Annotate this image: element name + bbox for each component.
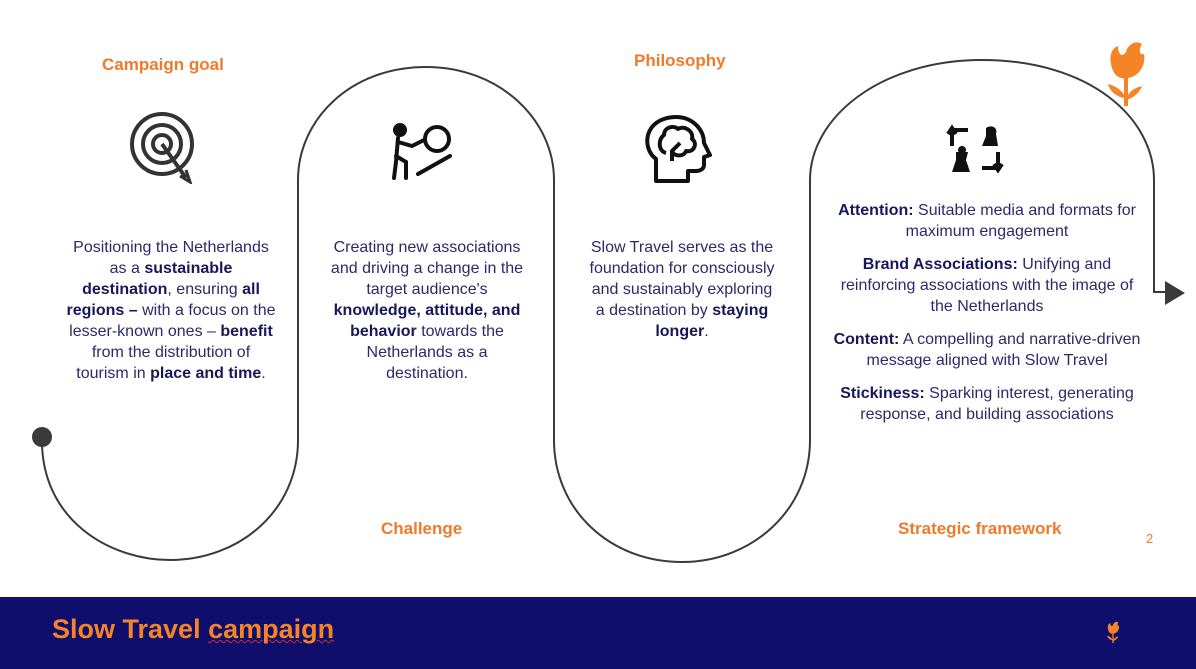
challenge-text: Creating new associations and driving a … — [326, 237, 528, 384]
text-run: , ensuring — [167, 281, 243, 298]
text-run: from the distribution of tourism in — [76, 344, 251, 382]
pushing-boulder-icon — [392, 123, 452, 180]
footer-tulip-icon — [1107, 621, 1120, 643]
framework-label: Brand Associations: — [862, 256, 1018, 273]
footer-title-text: Slow Travel — [52, 614, 209, 644]
chess-strategy-icon — [946, 124, 1004, 174]
framework-label: Attention: — [838, 202, 914, 219]
tulip-logo-icon — [1108, 42, 1145, 106]
text-run-bold: staying longer — [655, 302, 769, 340]
text-run: with a focus on the lesser-known ones – — [69, 302, 276, 340]
footer-title: Slow Travel campaign — [52, 614, 334, 645]
footer-bar: Slow Travel campaign — [0, 597, 1196, 669]
target-icon — [130, 112, 194, 184]
text-run-bold: knowledge, attitude, and behavior — [333, 302, 521, 340]
heading-strategic-framework: Strategic framework — [898, 519, 1062, 538]
text-run: towards the Netherlands as a destination… — [366, 323, 504, 382]
text-run: Slow Travel serves as the foundation for… — [589, 239, 775, 319]
text-run-bold: sustainable destination — [82, 260, 233, 298]
heading-challenge: Challenge — [381, 519, 463, 538]
framework-item-content: Content: A compelling and narrative-driv… — [832, 329, 1142, 371]
path-start-dot — [32, 427, 52, 447]
path-arrow-head — [1165, 281, 1185, 305]
framework-desc: A compelling and narrative-driven messag… — [866, 331, 1141, 369]
framework-item-brand-associations: Brand Associations: Unifying and reinfor… — [832, 254, 1142, 317]
heading-philosophy: Philosophy — [634, 51, 726, 70]
text-run: Positioning the Netherlands as a — [73, 239, 269, 277]
text-run-bold: place and time — [150, 365, 262, 382]
text-run-bold: benefit — [220, 323, 273, 340]
framework-desc: Unifying and reinforcing associations wi… — [840, 256, 1134, 315]
framework-label: Stickiness: — [840, 385, 925, 402]
framework-item-stickiness: Stickiness: Sparking interest, generatin… — [832, 383, 1142, 425]
footer-title-underlined-text: campaign — [208, 614, 335, 644]
winding-path — [32, 58, 1185, 564]
heading-campaign-goal: Campaign goal — [102, 55, 224, 74]
framework-desc: Suitable media and formats for maximum e… — [905, 202, 1136, 240]
text-run: . — [261, 365, 266, 382]
framework-item-attention: Attention: Suitable media and formats fo… — [832, 200, 1142, 242]
text-run: . — [704, 323, 709, 340]
strategic-framework-list: Attention: Suitable media and formats fo… — [832, 200, 1142, 437]
text-run-bold: all regions – — [66, 281, 260, 319]
framework-desc: Sparking interest, generating response, … — [860, 385, 1134, 423]
text-run: Creating new associations and driving a … — [330, 239, 524, 298]
page-number: 2 — [1146, 531, 1154, 546]
philosophy-text: Slow Travel serves as the foundation for… — [588, 237, 776, 342]
framework-label: Content: — [833, 331, 900, 348]
head-brain-icon — [645, 115, 712, 183]
campaign-goal-text: Positioning the Netherlands as a sustain… — [66, 237, 276, 384]
